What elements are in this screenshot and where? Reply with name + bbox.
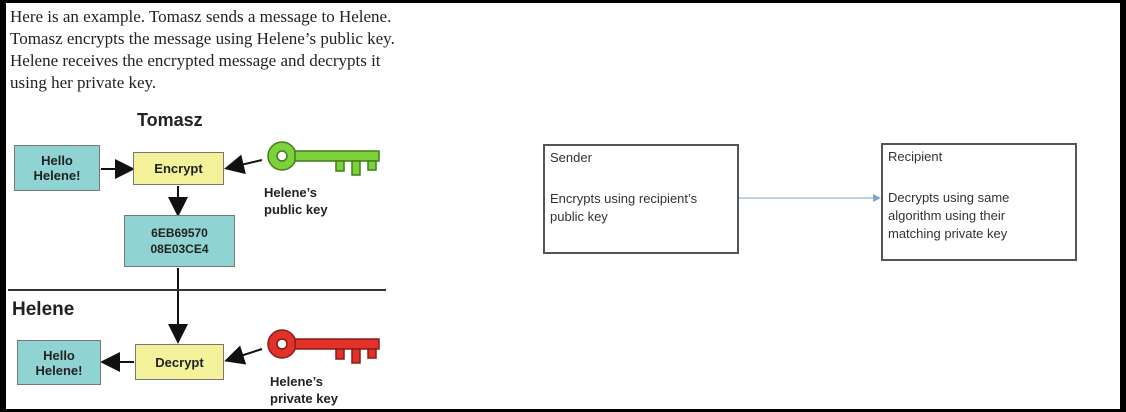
- arrow-privatekey-to-decrypt: [224, 345, 263, 365]
- decrypt-box: Decrypt: [135, 344, 224, 380]
- encrypt-box: Encrypt: [133, 152, 224, 185]
- intro-paragraph: Here is an example. Tomasz sends a messa…: [10, 6, 570, 94]
- private-key-label-line: Helene’s: [270, 374, 323, 389]
- sender-panel: Sender Encrypts using recipient’s public…: [543, 144, 739, 254]
- recipient-desc-line: matching private key: [888, 226, 1008, 241]
- plaintext-line: Helene!: [35, 362, 83, 378]
- private-key-label-line: private key: [270, 391, 338, 406]
- plaintext-line: Hello: [41, 153, 73, 168]
- ciphertext-box: 6EB69570 08E03CE4: [124, 215, 235, 267]
- sender-name: Tomasz: [137, 110, 203, 130]
- sender-desc-line: Encrypts using recipient’s: [550, 191, 698, 206]
- recipient-description: Decrypts using same algorithm using thei…: [888, 189, 1009, 243]
- plaintext-message-top: Hello Helene!: [14, 145, 100, 191]
- intro-line: Tomasz encrypts the message using Helene…: [10, 29, 395, 48]
- public-key-label-line: public key: [264, 202, 328, 217]
- decrypt-label: Decrypt: [155, 354, 204, 370]
- arrow-publickey-to-encrypt: [224, 154, 263, 175]
- ciphertext-line: 08E03CE4: [150, 242, 209, 256]
- left-diagram-connectors: [8, 141, 386, 372]
- encrypt-label: Encrypt: [154, 161, 203, 176]
- private-key-icon: [267, 329, 380, 364]
- plaintext-message-bottom: Hello Helene!: [17, 340, 101, 385]
- plaintext-line: Hello: [43, 347, 75, 363]
- sender-description: Encrypts using recipient’s public key: [550, 190, 697, 226]
- sender-desc-line: public key: [550, 209, 608, 224]
- recipient-title: Recipient: [888, 149, 943, 164]
- private-key-label: Helene’s private key: [270, 373, 338, 407]
- intro-line: using her private key.: [10, 73, 157, 92]
- receiver-name: Helene: [12, 299, 75, 320]
- recipient-desc-line: algorithm using their: [888, 208, 1006, 223]
- public-key-label: Helene’s public key: [264, 184, 328, 218]
- plaintext-line: Helene!: [33, 168, 81, 183]
- sender-title: Sender: [550, 150, 592, 165]
- public-key-icon: [267, 141, 380, 176]
- recipient-desc-line: Decrypts using same: [888, 190, 1010, 205]
- ciphertext-line: 6EB69570: [151, 226, 208, 240]
- public-key-label-line: Helene’s: [264, 185, 317, 200]
- recipient-panel: Recipient Decrypts using same algorithm …: [881, 143, 1077, 261]
- intro-line: Helene receives the encrypted message an…: [10, 51, 381, 70]
- intro-line: Here is an example. Tomasz sends a messa…: [10, 7, 392, 26]
